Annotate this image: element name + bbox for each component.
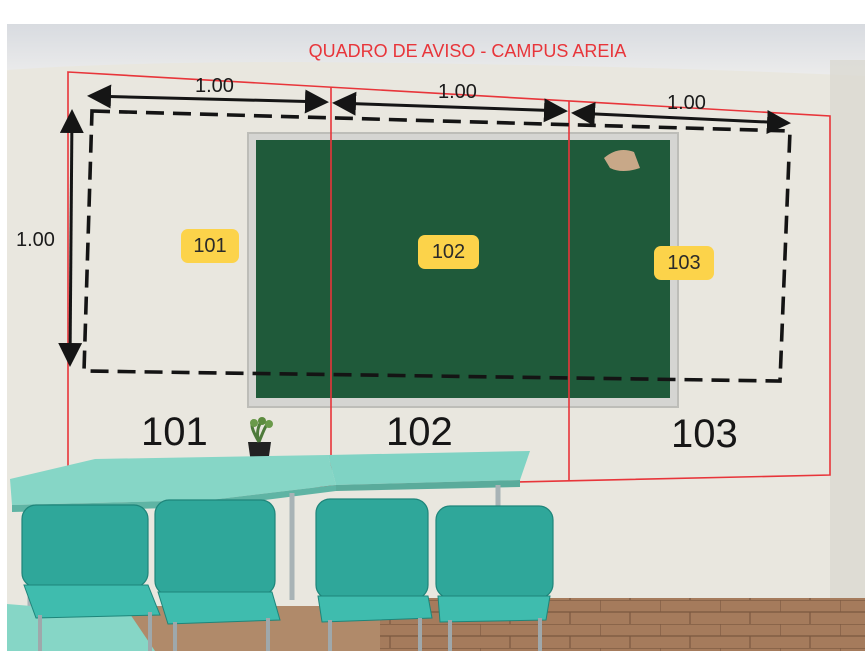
double-arrow-vertical — [58, 109, 84, 367]
section-label-102: 102 — [386, 410, 453, 454]
dimension-label-height: 1.00 — [16, 229, 55, 251]
dimension-label-section-3: 1.00 — [667, 92, 706, 114]
notice-board — [256, 140, 670, 398]
wall-pillar — [830, 60, 865, 600]
ceiling — [7, 24, 865, 76]
dimension-label-section-2: 1.00 — [438, 81, 477, 103]
section-badge-103: 103 — [654, 246, 714, 280]
dashed-area — [82, 109, 792, 383]
board-damage — [604, 150, 640, 171]
dimension-label-section-1: 1.00 — [195, 75, 234, 97]
double-arrow-horizontal — [87, 84, 791, 135]
section-label-101: 101 — [141, 410, 208, 454]
chairs — [21, 498, 554, 651]
diagram-title: QUADRO DE AVISO - CAMPUS AREIA — [308, 41, 627, 61]
section-label-103: 103 — [671, 412, 738, 456]
section-badge-101: 101 — [181, 229, 239, 263]
section-badge-102: 102 — [418, 235, 479, 269]
